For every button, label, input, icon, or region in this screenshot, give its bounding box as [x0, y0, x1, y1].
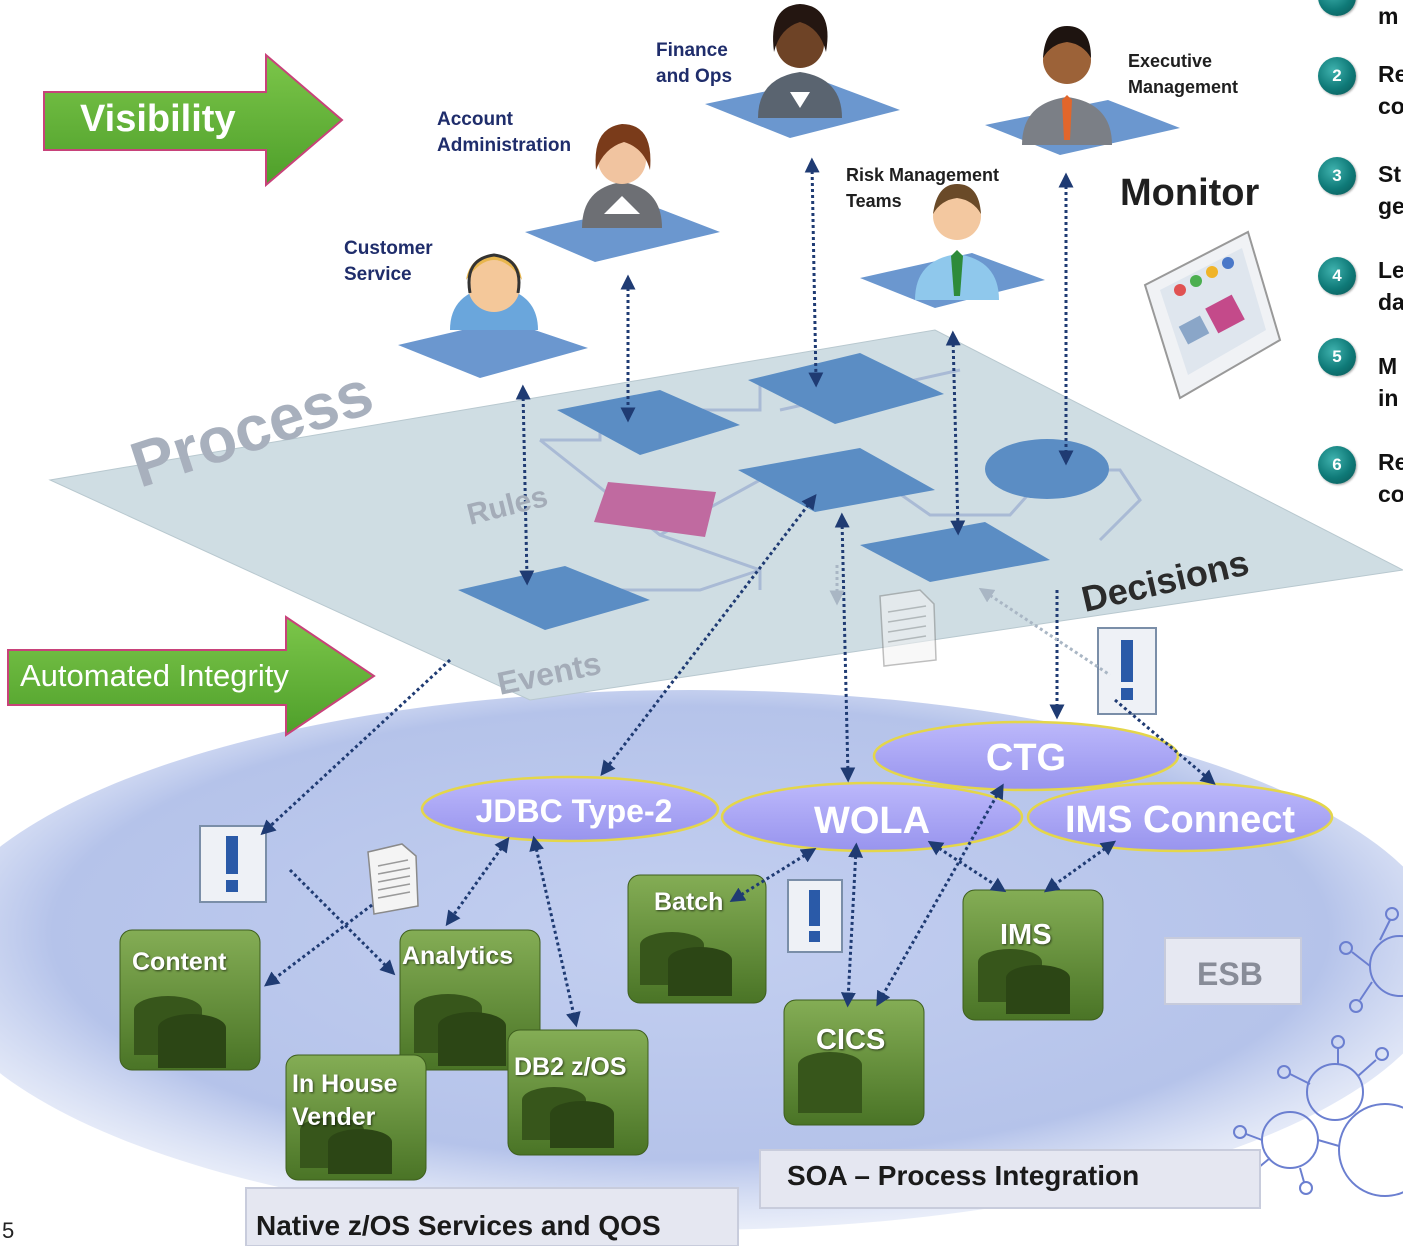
in-house-vender-cube — [285, 1054, 427, 1181]
ctg-label: CTG — [986, 737, 1066, 779]
finance-ops-label: Finance and Ops — [656, 38, 732, 90]
step-text-line: in — [1378, 385, 1399, 411]
cics-cube — [783, 999, 925, 1126]
step-text: Le da — [1378, 254, 1403, 318]
account-administration-label: Account Administration — [437, 107, 571, 159]
step-text-line: co — [1378, 481, 1403, 507]
step-text: St ge — [1378, 158, 1403, 222]
account-administration-person-icon — [582, 124, 662, 228]
persona-label-line: Service — [344, 264, 412, 285]
step-text: M in — [1378, 350, 1398, 414]
analytics-cube — [399, 929, 541, 1071]
step-text-line: St — [1378, 161, 1401, 187]
persona-label-line: Management — [1128, 77, 1239, 97]
process-box-account — [557, 390, 740, 455]
db2-zos-label: DB2 z/OS — [514, 1053, 627, 1081]
persona-label-line: Administration — [437, 135, 572, 156]
faded-arrows — [829, 565, 1111, 677]
step-badge — [1318, 0, 1356, 16]
visibility-label: Visibility — [80, 98, 236, 140]
persona-label-line: Account — [437, 109, 513, 130]
step-badge: 6 — [1318, 446, 1356, 484]
connection-arrows — [260, 157, 1216, 1028]
esb-box — [1164, 937, 1302, 1005]
visibility-arrow — [43, 52, 344, 188]
analytics-label: Analytics — [402, 942, 514, 970]
jdbc-label: JDBC Type-2 — [476, 793, 673, 829]
in-house-vender-label: In House Vender — [292, 1068, 398, 1134]
persona-label-line: and Ops — [656, 66, 733, 87]
persona-label-line: Finance — [656, 40, 728, 61]
soa-footer-label: SOA – Process Integration — [787, 1160, 1140, 1191]
step-badge: 4 — [1318, 257, 1356, 295]
vender-line: Vender — [292, 1103, 376, 1131]
ims-cube — [962, 889, 1104, 1021]
persona-label-line: Risk Management — [846, 165, 1000, 185]
content-label: Content — [132, 948, 227, 976]
executive-management-person-icon — [1022, 26, 1112, 145]
step-text-line: Re — [1378, 61, 1403, 87]
step-badge: 3 — [1318, 157, 1356, 195]
automated-integrity-arrow — [7, 615, 376, 737]
soa-footer-box — [759, 1149, 1261, 1209]
step-text-line: Re — [1378, 449, 1403, 475]
alert-icon — [787, 879, 843, 953]
document-icon — [879, 589, 937, 667]
network-decoration-icon — [1233, 907, 1403, 1197]
process-box-risk — [860, 522, 1050, 582]
automated-integrity-label: Automated Integrity — [20, 658, 289, 693]
batch-cube — [627, 874, 767, 1004]
risk-management-label: Risk Management Teams — [846, 162, 999, 214]
step-text-line: da — [1378, 289, 1403, 315]
esb-label: ESB — [1197, 956, 1263, 992]
document-icon — [367, 843, 419, 915]
native-footer-label: Native z/OS Services and QOS — [256, 1210, 661, 1241]
monitor-label: Monitor — [1120, 172, 1260, 214]
process-box-finance — [748, 353, 944, 424]
process-oval-executive — [985, 439, 1109, 499]
step-text-line: Le — [1378, 257, 1403, 283]
step-badge: 5 — [1318, 338, 1356, 376]
customer-service-person-icon — [450, 253, 538, 330]
native-footer-box — [245, 1187, 739, 1246]
executive-management-label: Executive Management — [1128, 48, 1238, 100]
in-house-line: In House — [292, 1070, 398, 1098]
step-text-line: M — [1378, 353, 1398, 379]
step-text: m — [1378, 3, 1399, 29]
ims-connect-label: IMS Connect — [1065, 799, 1295, 841]
customer-service-label: Customer Service — [344, 236, 433, 288]
step-text-line: co — [1378, 93, 1403, 119]
cics-label: CICS — [816, 1024, 886, 1056]
batch-label: Batch — [654, 888, 724, 916]
ims-connect-connector[interactable] — [1026, 781, 1334, 853]
wola-label: WOLA — [814, 800, 930, 842]
ims-label: IMS — [1000, 919, 1052, 951]
monitor-dashboard-icon — [1143, 230, 1282, 400]
step-text: Re co — [1378, 58, 1403, 122]
ctg-connector[interactable] — [872, 720, 1180, 792]
db2-zos-cube — [507, 1029, 649, 1156]
persona-label-line: Teams — [846, 191, 902, 211]
page-number: 5 — [2, 1218, 15, 1243]
risk-management-person-icon — [915, 184, 999, 300]
alert-icon — [1097, 627, 1157, 715]
step-badge: 2 — [1318, 57, 1356, 95]
step-text: Re co — [1378, 446, 1403, 510]
finance-ops-person-icon — [758, 4, 842, 118]
step-text-line: ge — [1378, 193, 1403, 219]
alert-icon — [199, 825, 267, 903]
persona-label-line: Customer — [344, 238, 433, 259]
persona-label-line: Executive — [1128, 51, 1213, 71]
content-cube — [119, 929, 261, 1071]
